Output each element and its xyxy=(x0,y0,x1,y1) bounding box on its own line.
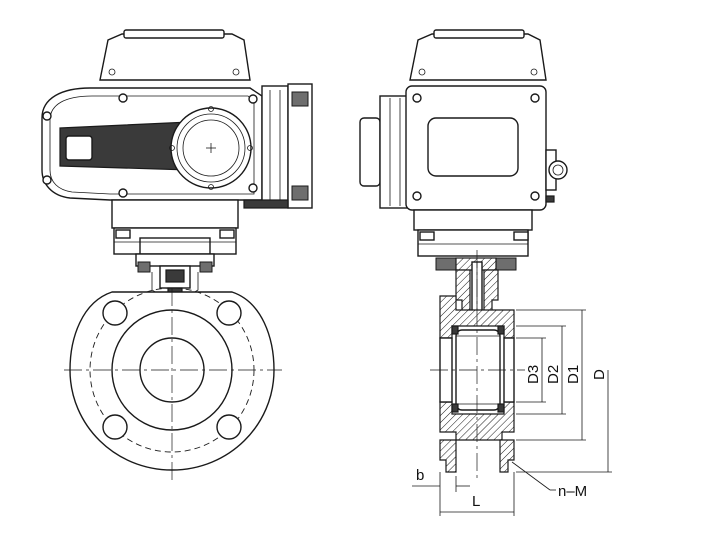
dim-label-b: b xyxy=(416,467,424,484)
side-actuator-housing xyxy=(405,85,547,211)
dim-label-n-m: n–M xyxy=(558,483,587,500)
front-mounting-bracket xyxy=(111,199,239,255)
dim-label-d: D xyxy=(591,369,608,380)
front-actuator-housing xyxy=(41,87,263,201)
dim-label-d3: D3 xyxy=(525,365,542,384)
side-actuator-top-cover xyxy=(409,29,547,81)
side-handwheel-stub xyxy=(359,95,411,209)
side-cable-gland xyxy=(545,149,568,203)
dimension-labels: D3 D2 D1 D b L n–M xyxy=(416,365,608,510)
front-stem-coupling xyxy=(135,253,215,297)
front-view xyxy=(41,29,313,480)
dim-label-d1: D1 xyxy=(565,365,582,384)
dim-label-d2: D2 xyxy=(545,365,562,384)
dimension-lines xyxy=(412,309,612,516)
front-actuator-top-cover xyxy=(99,29,251,81)
side-view: D3 D2 D1 D b L n–M xyxy=(359,29,612,516)
dim-label-l: L xyxy=(472,493,480,510)
front-flange-body xyxy=(64,287,282,480)
side-mounting-bracket xyxy=(413,209,533,257)
side-valve-body-section xyxy=(430,250,525,480)
front-motor-block xyxy=(243,83,313,209)
